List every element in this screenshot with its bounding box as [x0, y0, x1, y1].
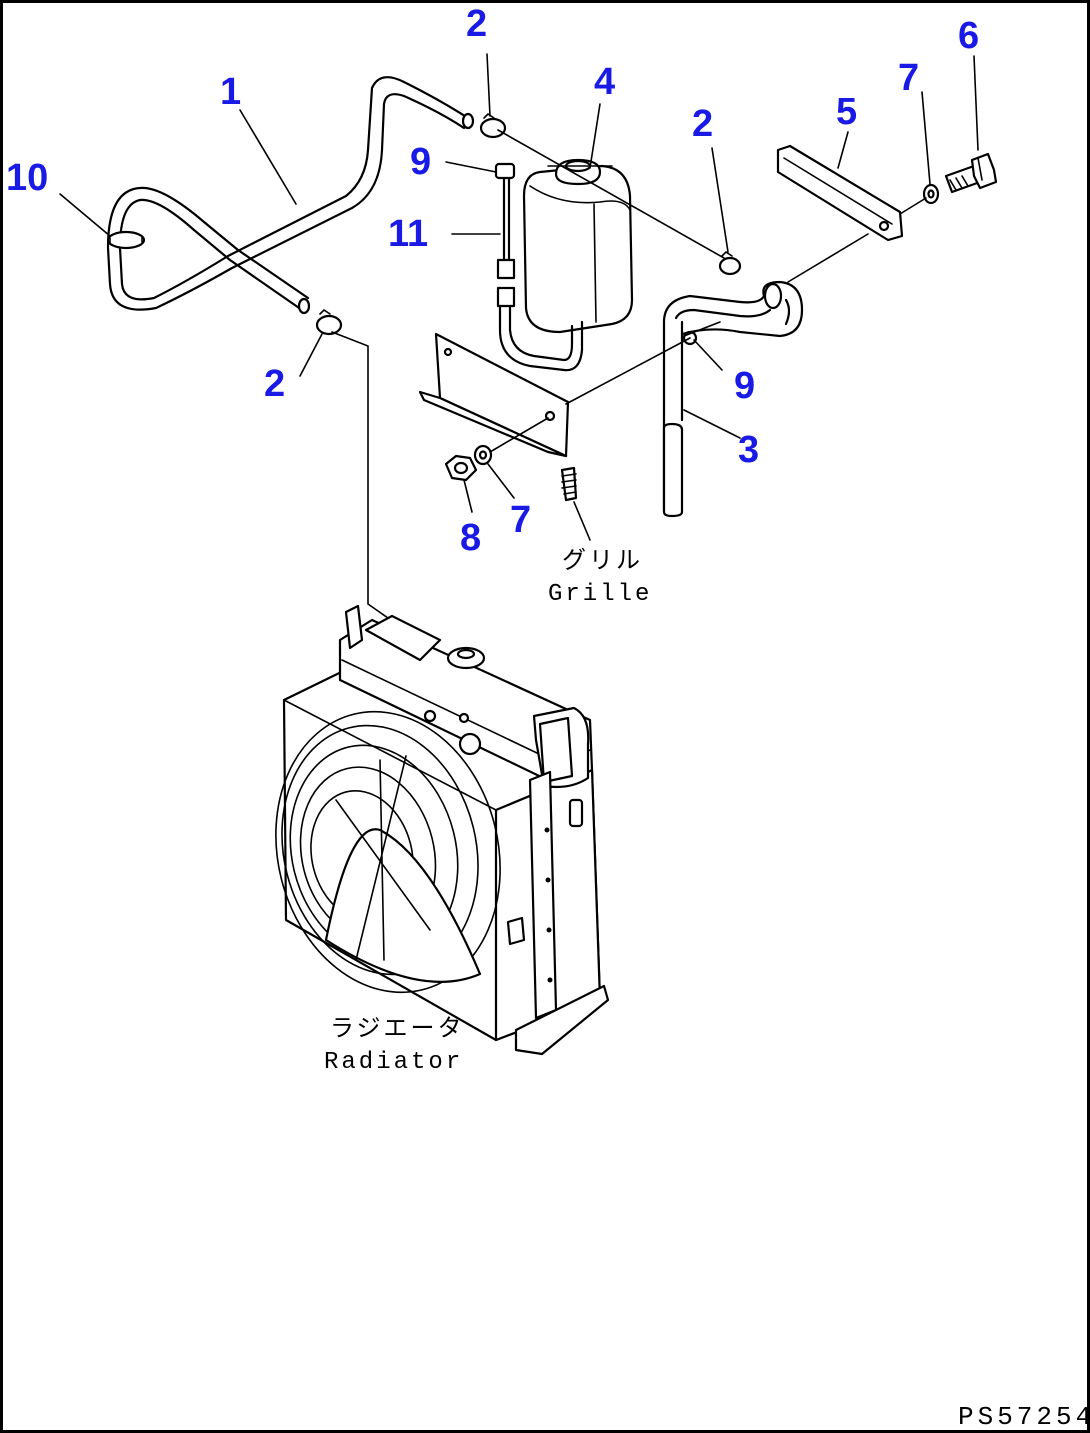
callout-2-left: 2 [264, 363, 285, 405]
clamp-10 [106, 230, 146, 250]
caption-grille-en: Grille [548, 581, 652, 608]
callout-8: 8 [460, 517, 481, 559]
radiator [275, 604, 610, 1056]
caption-radiator-en: Radiator [324, 1049, 463, 1076]
callout-7-upper: 7 [898, 57, 919, 99]
hose-1 [106, 76, 475, 315]
callout-3: 3 [738, 429, 759, 471]
caption-grille-jp: グリル [562, 547, 643, 576]
callout-9-lower: 9 [734, 365, 755, 407]
reservoir-tank-4 [522, 158, 634, 334]
clamp-2-top [479, 112, 507, 139]
hose-3 [662, 280, 804, 518]
nut-8 [444, 454, 478, 482]
tube-11 [494, 162, 584, 372]
callout-11: 11 [388, 213, 428, 255]
drawing-code: PS57254 [958, 1402, 1090, 1432]
washer-7-lower [473, 444, 493, 466]
callout-10: 10 [6, 157, 48, 199]
bolt-6 [944, 152, 998, 194]
callout-7-lower: 7 [510, 499, 531, 541]
callout-5: 5 [836, 91, 857, 133]
callout-6: 6 [958, 15, 979, 57]
washer-7-upper [922, 183, 940, 205]
caption-radiator-jp: ラジエータ [330, 1016, 465, 1044]
callout-4: 4 [594, 61, 615, 103]
callout-1: 1 [220, 71, 241, 113]
bracket-5 [776, 144, 904, 242]
clamp-2-left [315, 308, 343, 336]
callout-2-right: 2 [692, 103, 713, 145]
clamp-2-right [718, 250, 742, 276]
callout-9-upper: 9 [410, 141, 431, 183]
leader-lines [59, 53, 979, 619]
leader-hose-to-clamp [497, 129, 725, 259]
callout-2-top: 2 [466, 3, 487, 45]
